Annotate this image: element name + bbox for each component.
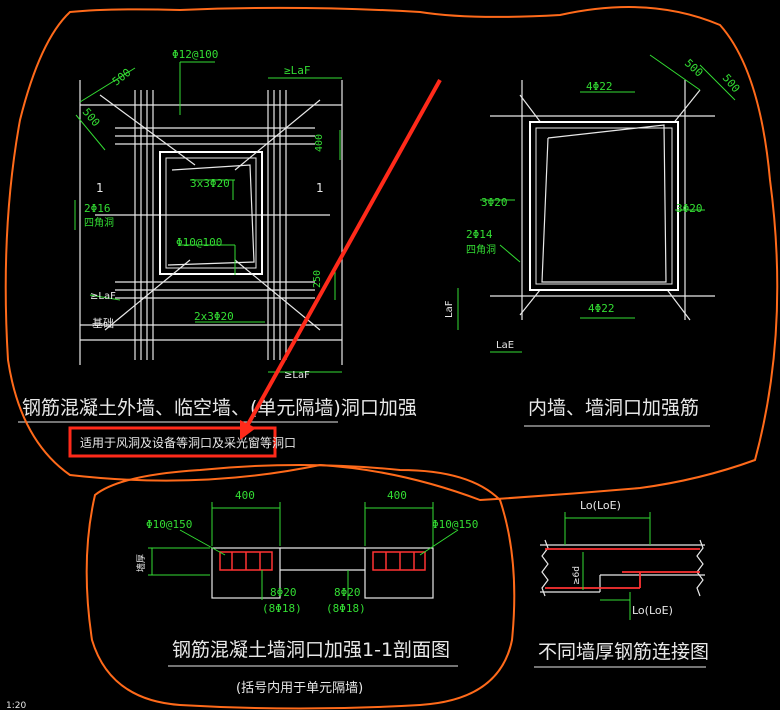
right-four-corner: 四角洞 [466,244,496,256]
section-bars-right: 8Φ20 [334,586,361,599]
connection-bars [545,548,700,589]
section-bars-left-alt: (8Φ18) [262,602,302,615]
right-lae-label: LaE [496,340,514,351]
right-opening [529,121,679,291]
left-opening-inner [165,157,257,269]
left-wall-lines [79,80,343,365]
right-rebar-right: 3Φ20 [676,202,703,215]
section-dim-400-right: 400 [387,489,407,502]
left-diagonal-bars [99,94,321,331]
left-section-mark-r: 1 [316,181,324,195]
left-rebar-2phi16: 2Φ16 [84,202,111,215]
left-dim-400: 400 [314,134,325,152]
left-opening [159,151,263,275]
right-detail-inner-wall: 500 500 4Φ22 3Φ20 3Φ20 2Φ14 四角洞 4Φ22 LaF… [444,54,743,427]
left-lof-left: ≥LaF [90,291,116,302]
section-panel-title: 钢筋混凝土墙洞口加强1-1剖面图 [172,639,450,661]
markup-clouds [4,6,779,710]
left-dim-250: 250 [312,270,323,288]
left-rebar-phi10: Φ10@100 [176,236,222,249]
left-four-corner: 四角洞 [84,217,114,229]
left-foundation-label: 基础 [92,317,114,330]
connection-lo-top: Lo(LoE) [580,499,621,512]
left-lof-top: ≥LaF [284,64,311,77]
connection-panel-title: 不同墙厚钢筋连接图 [538,641,709,663]
left-dim-500b: 500 [80,106,103,130]
right-rebar-left: 3Φ20 [481,196,508,209]
section-stirrup-right: Φ10@150 [432,518,478,531]
section-detail-1-1: 400 400 Φ10@150 Φ10@150 墙厚 8Φ20 (8Φ18) 8… [135,489,478,696]
markup-cloud-left [4,6,779,502]
left-panel-note: 适用于风洞及设备等洞口及采光窗等洞口 [80,436,296,450]
markup-arrow [240,79,442,440]
left-detail-opening-reinforcement: 500 500 Φ12@100 ≥LaF 400 3x3Φ20 1 1 2Φ16… [18,48,417,458]
note-highlight-box [68,426,277,458]
section-dim-400-left: 400 [235,489,255,502]
left-section-mark-l: 1 [96,181,104,195]
section-bars-left: 8Φ20 [270,586,297,599]
section-hatch [219,551,426,571]
left-lof-bottom: ≥LaF [284,370,310,381]
right-dim-500b: 500 [720,72,743,96]
right-rebar-2phi14: 2Φ14 [466,228,493,241]
left-rebar-2x3: 2x3Φ20 [194,310,234,323]
connection-min-length: ≥6d [572,566,582,585]
right-rebar-top: 4Φ22 [586,80,613,93]
right-panel-title: 内墙、墙洞口加强筋 [528,397,699,419]
left-panel-title: 钢筋混凝土外墙、临空墙、(单元隔墙)洞口加强 [22,397,417,419]
section-panel-note: (括号内用于单元隔墙) [236,680,363,696]
left-rebar-top: Φ12@100 [172,48,218,61]
connection-lo-bottom: Lo(LoE) [632,604,673,617]
corner-scale-text: 1:20 [6,701,26,710]
right-laf-label: LaF [444,300,455,318]
connection-detail: Lo(LoE) Lo(LoE) ≥6d 不同墙厚钢筋连接图 [534,499,709,668]
left-dim-500a: 500 [110,66,134,88]
section-bars-right-alt: (8Φ18) [326,602,366,615]
left-dimension-lines [74,61,342,373]
right-rebar-bottom: 4Φ22 [588,302,615,315]
left-rebar-3x3: 3x3Φ20 [190,177,230,190]
section-wall-thickness: 墙厚 [135,554,147,572]
markup-cloud-bottom [85,464,516,710]
section-stirrup-left: Φ10@150 [146,518,192,531]
right-dim-500a: 500 [682,57,705,80]
